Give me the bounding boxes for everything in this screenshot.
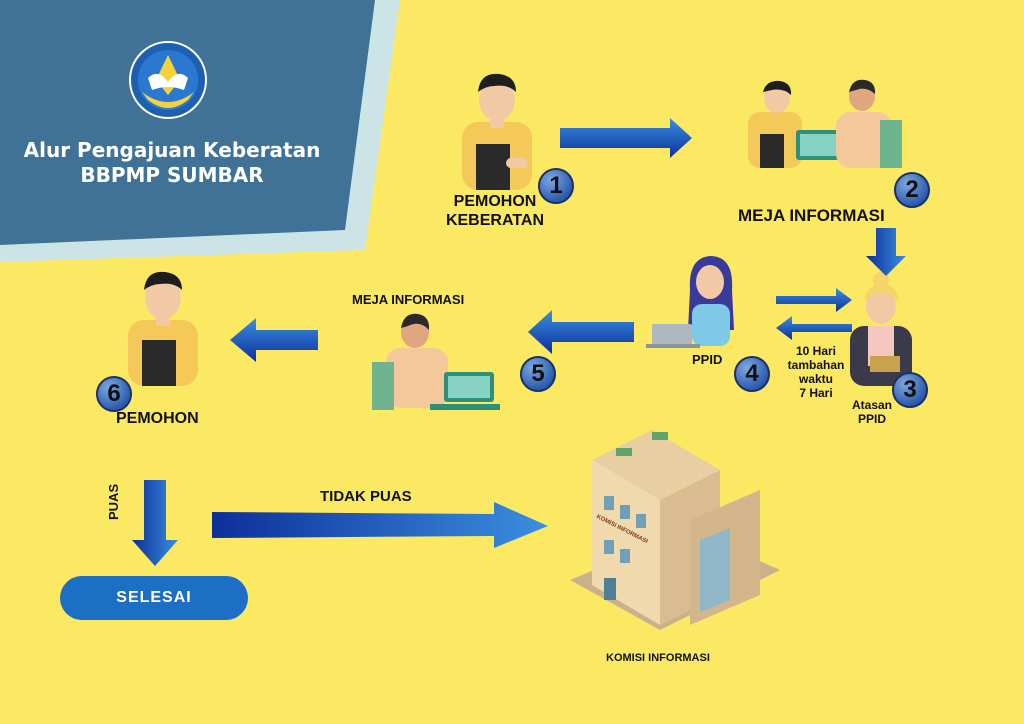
arrow-4-to-5 xyxy=(528,310,634,354)
header-panel xyxy=(0,0,375,245)
step-4-number: 4 xyxy=(734,356,770,392)
step-2-label: MEJA INFORMASI xyxy=(738,206,885,225)
title-line-2: BBPMP SUMBAR xyxy=(80,163,264,187)
building-icon xyxy=(570,430,780,630)
arrow-2-to-3a xyxy=(776,288,852,312)
selesai-button[interactable]: SELESAI xyxy=(60,576,248,620)
time-note-line2: tambahan xyxy=(787,358,845,372)
arrow-puas xyxy=(132,480,178,566)
ppid-officer-icon xyxy=(646,256,734,348)
time-note-line4: 7 Hari xyxy=(799,386,833,400)
logo-emblem-icon xyxy=(129,41,207,119)
tidak-puas-label: TIDAK PUAS xyxy=(320,488,412,505)
person-applicant-icon xyxy=(128,271,198,386)
step-3-label-line2: PPID xyxy=(857,412,886,426)
title-line-1: Alur Pengajuan Keberatan xyxy=(23,138,321,162)
arrow-tidak-puas xyxy=(212,502,548,548)
supervisor-icon xyxy=(850,272,912,386)
page-title: Alur Pengajuan Keberatan BBPMP SUMBAR xyxy=(22,138,322,188)
step-1-label: PEMOHON KEBERATAN xyxy=(440,192,550,230)
time-note: 10 Hari tambahan waktu 7 Hari xyxy=(784,344,848,400)
arrow-1-to-2 xyxy=(560,118,692,158)
step-3-label: Atasan PPID xyxy=(848,398,896,426)
time-note-line3: waktu xyxy=(798,372,833,386)
step-6-label: PEMOHON xyxy=(116,410,199,427)
arrow-2-to-3 xyxy=(866,228,906,276)
step-5-number: 5 xyxy=(520,356,556,392)
step-1-number: 1 xyxy=(538,168,574,204)
help-desk-icon xyxy=(748,79,902,168)
step-4-label: PPID xyxy=(692,352,723,367)
help-desk-icon xyxy=(372,313,500,410)
arrow-5-to-6 xyxy=(230,318,318,362)
puas-label: PUAS xyxy=(106,483,121,520)
step-6-number: 6 xyxy=(96,376,132,412)
person-applicant-icon xyxy=(462,73,532,190)
arrow-3-to-2b xyxy=(776,316,852,340)
step-3-number: 3 xyxy=(892,372,928,408)
step-3-label-line1: Atasan xyxy=(851,398,892,412)
time-note-line1: 10 Hari xyxy=(795,344,837,358)
komisi-informasi-label: KOMISI INFORMASI xyxy=(606,652,710,664)
step-1-label-line1: PEMOHON xyxy=(453,193,537,210)
step-2-number: 2 xyxy=(894,172,930,208)
step-1-label-line2: KEBERATAN xyxy=(445,212,545,229)
step-5-label: MEJA INFORMASI xyxy=(352,292,465,307)
